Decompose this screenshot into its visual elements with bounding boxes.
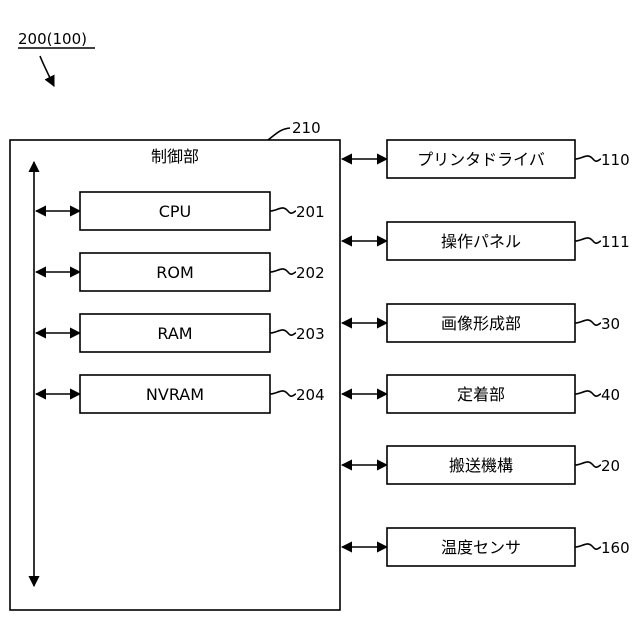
controller-title: 制御部	[151, 147, 199, 166]
figure-ref: 200(100)	[18, 30, 87, 48]
temperature-sensor-ref-leader	[575, 544, 601, 549]
rom-label: ROM	[156, 263, 194, 282]
rom-ref: 202	[296, 264, 325, 282]
ram-label: RAM	[157, 324, 192, 343]
nvram-ref: 204	[296, 386, 325, 404]
operation-panel-ref-leader	[575, 238, 601, 243]
fixing-unit-ref: 40	[601, 386, 620, 404]
transport-mechanism-label: 搬送機構	[449, 456, 513, 475]
peripheral-image-forming-unit: 画像形成部 30	[342, 304, 620, 342]
operation-panel-ref: 111	[601, 233, 630, 251]
controller-ref: 210	[292, 119, 321, 137]
peripheral-fixing-unit: 定着部 40	[342, 375, 620, 413]
ram-ref: 203	[296, 325, 325, 343]
peripheral-temperature-sensor: 温度センサ 160	[342, 528, 630, 566]
peripheral-operation-panel: 操作パネル 111	[342, 222, 630, 260]
fixing-unit-ref-leader	[575, 391, 601, 396]
figure-ref-arrow	[40, 56, 54, 86]
operation-panel-label: 操作パネル	[441, 232, 521, 251]
peripheral-printer-driver: プリンタドライバ 110	[342, 140, 630, 178]
nvram-label: NVRAM	[146, 385, 204, 404]
image-forming-ref: 30	[601, 315, 620, 333]
temperature-sensor-ref: 160	[601, 539, 630, 557]
image-forming-label: 画像形成部	[441, 314, 521, 333]
cpu-ref: 201	[296, 203, 325, 221]
transport-mechanism-ref-leader	[575, 462, 601, 467]
image-forming-ref-leader	[575, 320, 601, 325]
fixing-unit-label: 定着部	[457, 385, 505, 404]
peripheral-transport-mechanism: 搬送機構 20	[342, 446, 620, 484]
transport-mechanism-ref: 20	[601, 457, 620, 475]
printer-driver-label: プリンタドライバ	[417, 150, 545, 169]
printer-driver-ref: 110	[601, 151, 630, 169]
printer-driver-ref-leader	[575, 156, 601, 161]
temperature-sensor-label: 温度センサ	[441, 538, 521, 557]
controller-ref-leader	[268, 128, 290, 140]
cpu-label: CPU	[159, 202, 192, 221]
